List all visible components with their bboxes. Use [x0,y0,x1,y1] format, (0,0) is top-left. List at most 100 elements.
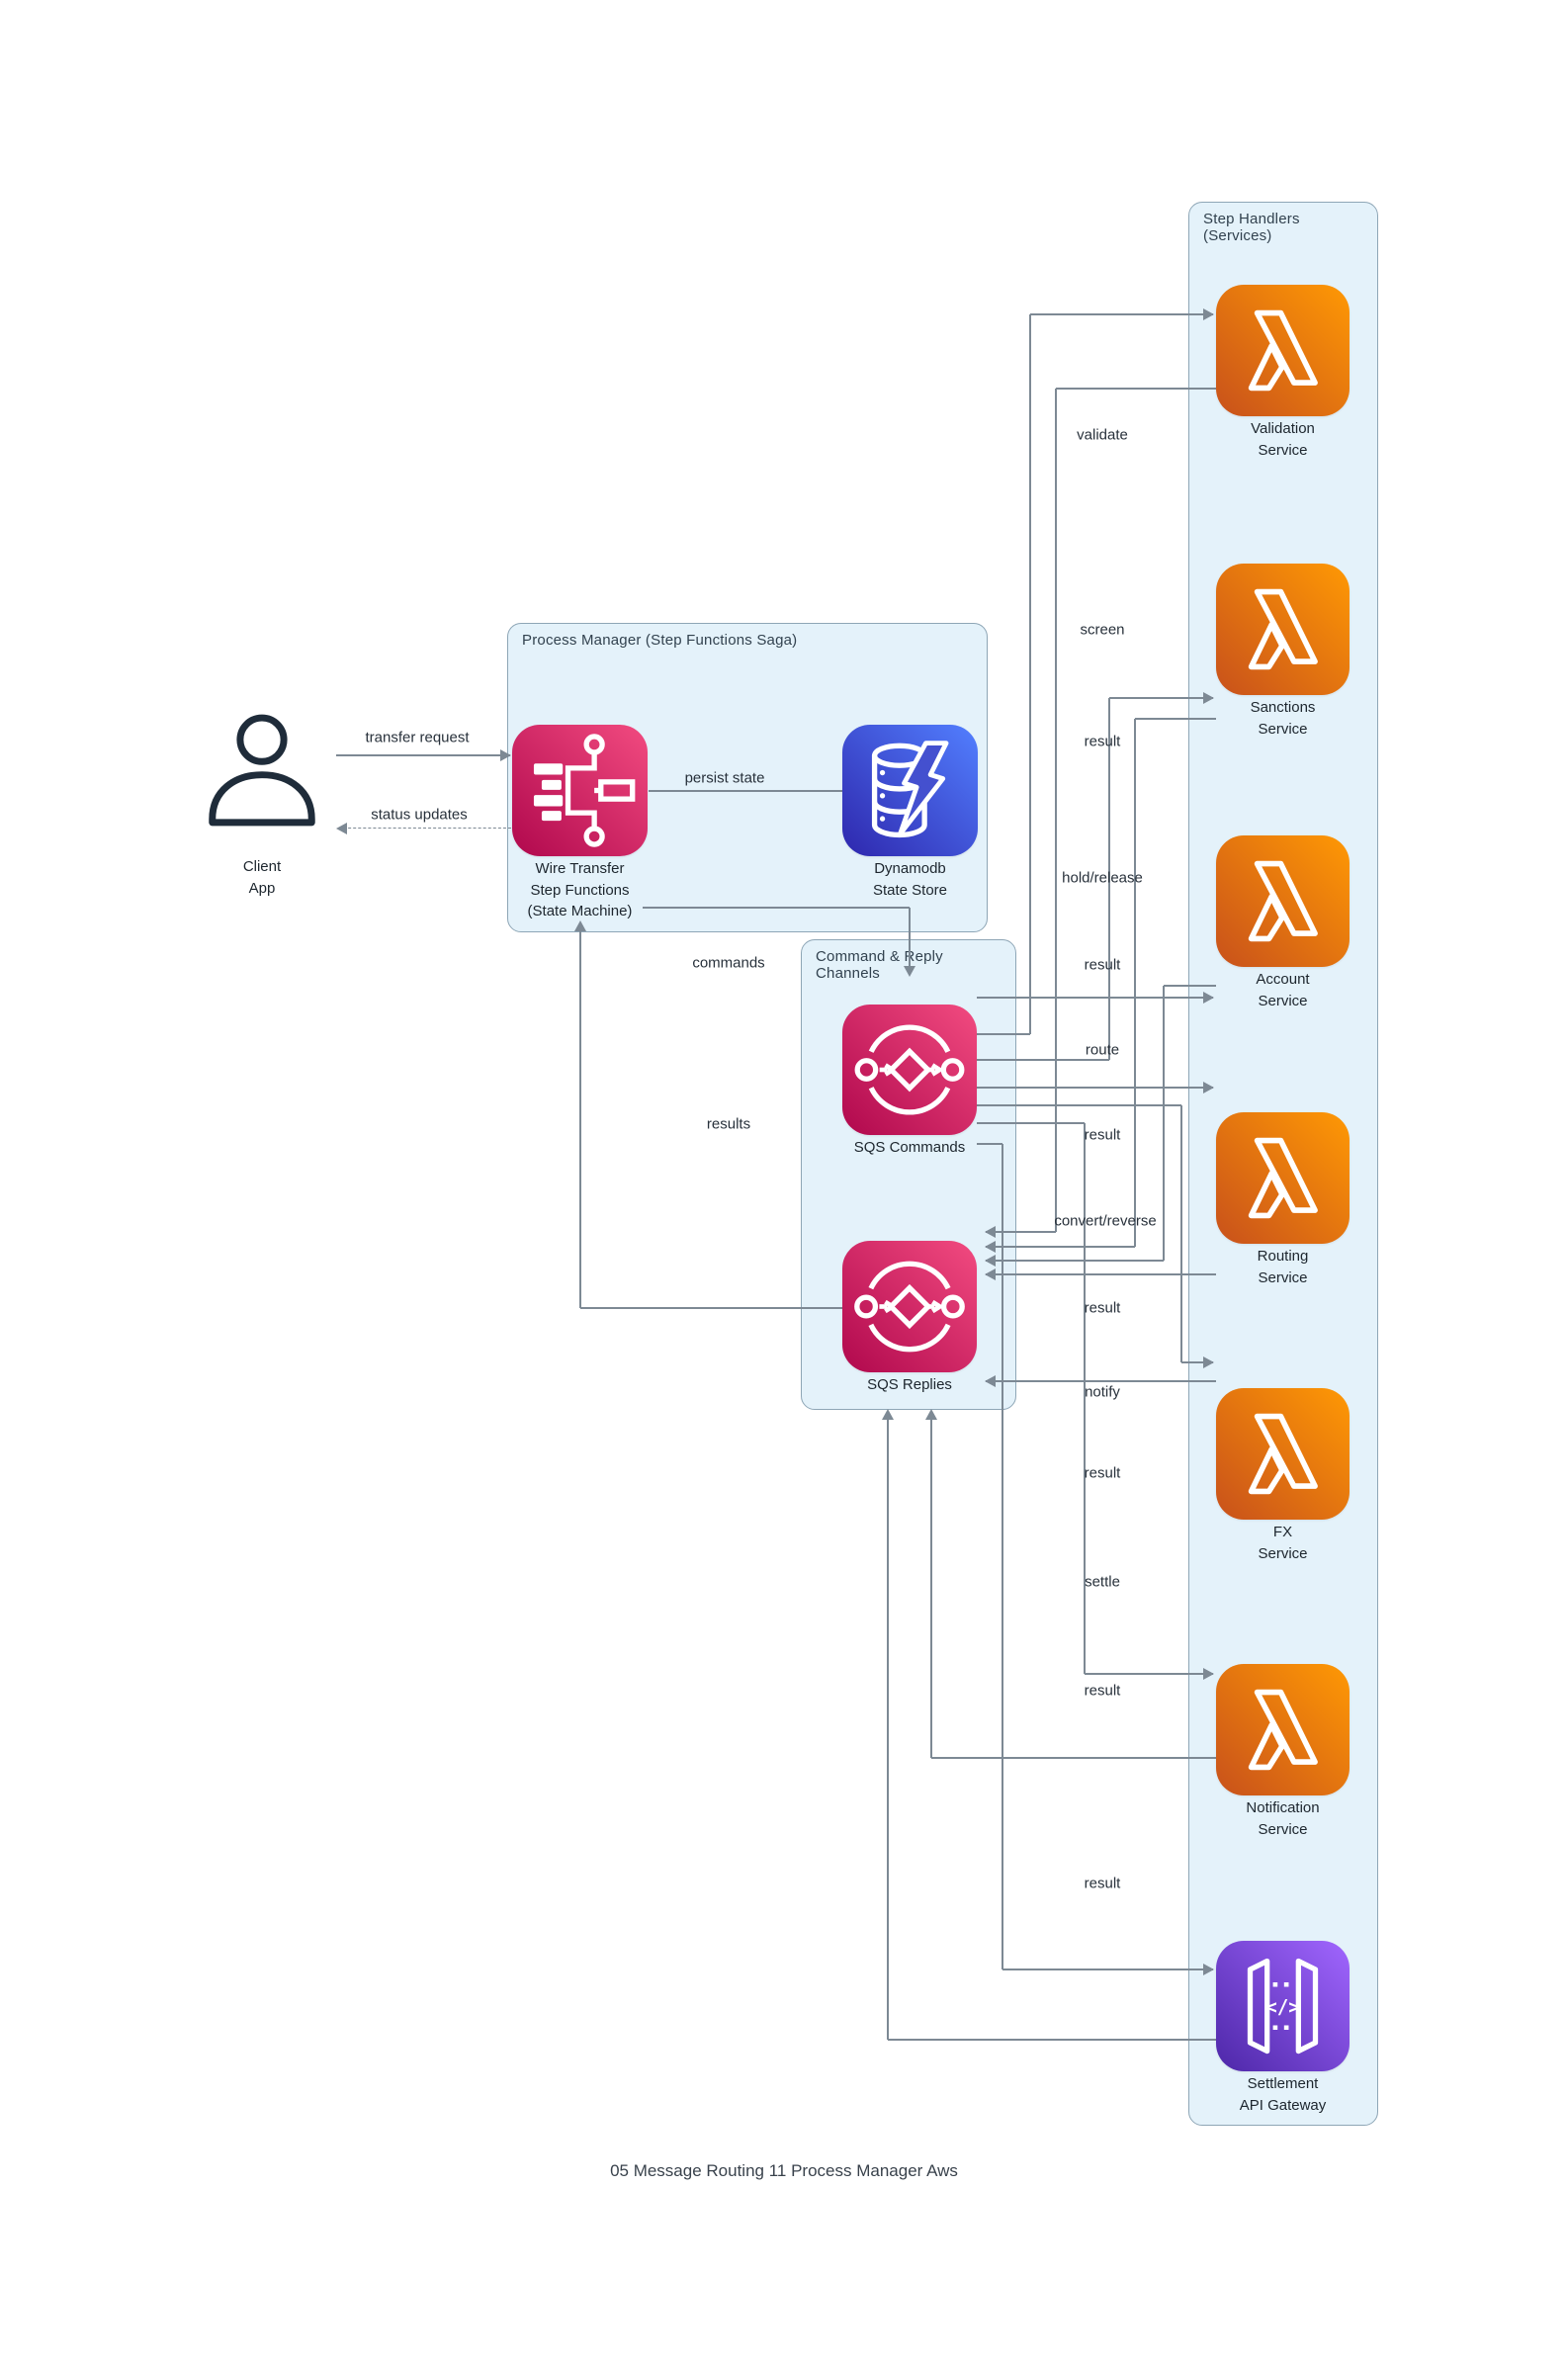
edge-label-hold-release: hold/release [1062,869,1143,887]
arrowhead-l [336,823,347,834]
arrowhead-r [1203,1964,1214,1975]
connector-line [1164,985,1216,987]
lambda-icon [1216,564,1350,695]
connector-line [986,1260,1164,1262]
edge-label-result: result [1084,956,1121,974]
connector-line [930,1416,932,1758]
connector-line [1181,1361,1213,1363]
arrowhead-r [1203,1082,1214,1094]
lambda-icon [1216,835,1350,967]
arrowhead-r [500,749,511,761]
diagram-caption: 05 Message Routing 11 Process Manager Aw… [610,2161,958,2180]
edge-label-validate: validate [1077,426,1128,444]
node-label-sqs-replies: SQS Replies [801,1374,1018,1396]
arrowhead-r [1203,992,1214,1004]
node-label-line: Validation [1251,420,1315,437]
connector-line [977,1143,1002,1145]
connector-line [909,908,911,973]
connector-line [1002,1968,1213,1970]
connector-line [977,1122,1085,1124]
connector-line [888,2039,1216,2041]
connector-line [1030,313,1213,315]
node-label-line: Service [1258,441,1308,459]
arrowhead-r [1203,1668,1214,1680]
svg-text:</>: </> [1265,1995,1300,2018]
edge-label-settle: settle [1085,1573,1120,1591]
connector-line [1055,389,1057,1232]
node-label-line: SQS Replies [867,1376,952,1393]
edge-label-result: result [1084,1875,1121,1892]
connector-line [986,1246,1135,1248]
connector-line [1134,719,1136,1247]
connector-line-dashed [338,828,511,829]
arrowhead-d [904,966,915,977]
connector-line [1002,1144,1003,1969]
node-label-line: Step Functions [530,881,630,899]
edge-label-result: result [1084,1464,1121,1482]
node-label-sqs-commands: SQS Commands [801,1137,1018,1159]
connector-line [977,1033,1030,1035]
node-label-line: Wire Transfer [535,860,625,877]
panel-title-process-manager: Process Manager (Step Functions Saga) [522,632,798,649]
node-label-line: Client [242,858,282,875]
panel-title-command-reply: Command & Reply Channels [816,948,943,982]
connector-line [1029,314,1031,1034]
dynamodb-icon [842,725,978,856]
edge-label-results: results [706,1115,751,1133]
arrowhead-l [985,1241,996,1253]
node-label-line: SQS Commands [853,1139,966,1156]
connector-line [1085,1673,1213,1675]
node-label-line: Settlement [1247,2075,1319,2092]
node-label-line: Notification [1246,1799,1320,1816]
connector-line [931,1757,1216,1759]
node-label-line: Service [1258,1268,1308,1286]
lambda-icon [1216,285,1350,416]
node-label-line: Routing [1257,1248,1309,1265]
connector-line [1109,697,1213,699]
arrowhead-l [985,1268,996,1280]
connector-line [580,1307,842,1309]
connector-line [977,1059,1109,1061]
connector-line [1163,986,1165,1261]
node-label-line: API Gateway [1239,2096,1327,2114]
connector-line [977,1104,1181,1106]
arrowhead-u [882,1409,894,1420]
edge-label-route: route [1085,1041,1120,1059]
connector-line [579,929,581,1308]
connector-line [1135,718,1216,720]
node-label-line: Service [1258,1544,1308,1562]
node-label-line: Account [1256,971,1310,988]
api-gateway-icon: </> [1216,1941,1350,2071]
connector-line [643,907,910,909]
edge-label-notify: notify [1085,1383,1120,1401]
connector-line [336,754,510,756]
arrowhead-l [985,1226,996,1238]
connector-line [1084,1123,1086,1674]
arrowhead-r [1203,308,1214,320]
edge-label-result: result [1084,1299,1121,1317]
node-label-line: (State Machine) [527,903,633,919]
connector-line [887,1416,889,2040]
connector-line [986,1273,1216,1275]
node-label-line: State Store [872,881,948,899]
arrowhead-u [574,920,586,931]
arrowhead-r [1203,692,1214,704]
arrowhead-u [925,1409,937,1420]
lambda-icon [1216,1112,1350,1244]
node-label-line: Dynamodb [874,860,946,877]
connector-line [977,1087,1213,1089]
arrowhead-l [985,1375,996,1387]
edge-label-persist-state: persist state [684,769,765,787]
connector-line [977,997,1213,999]
edge-label-result: result [1084,733,1121,750]
